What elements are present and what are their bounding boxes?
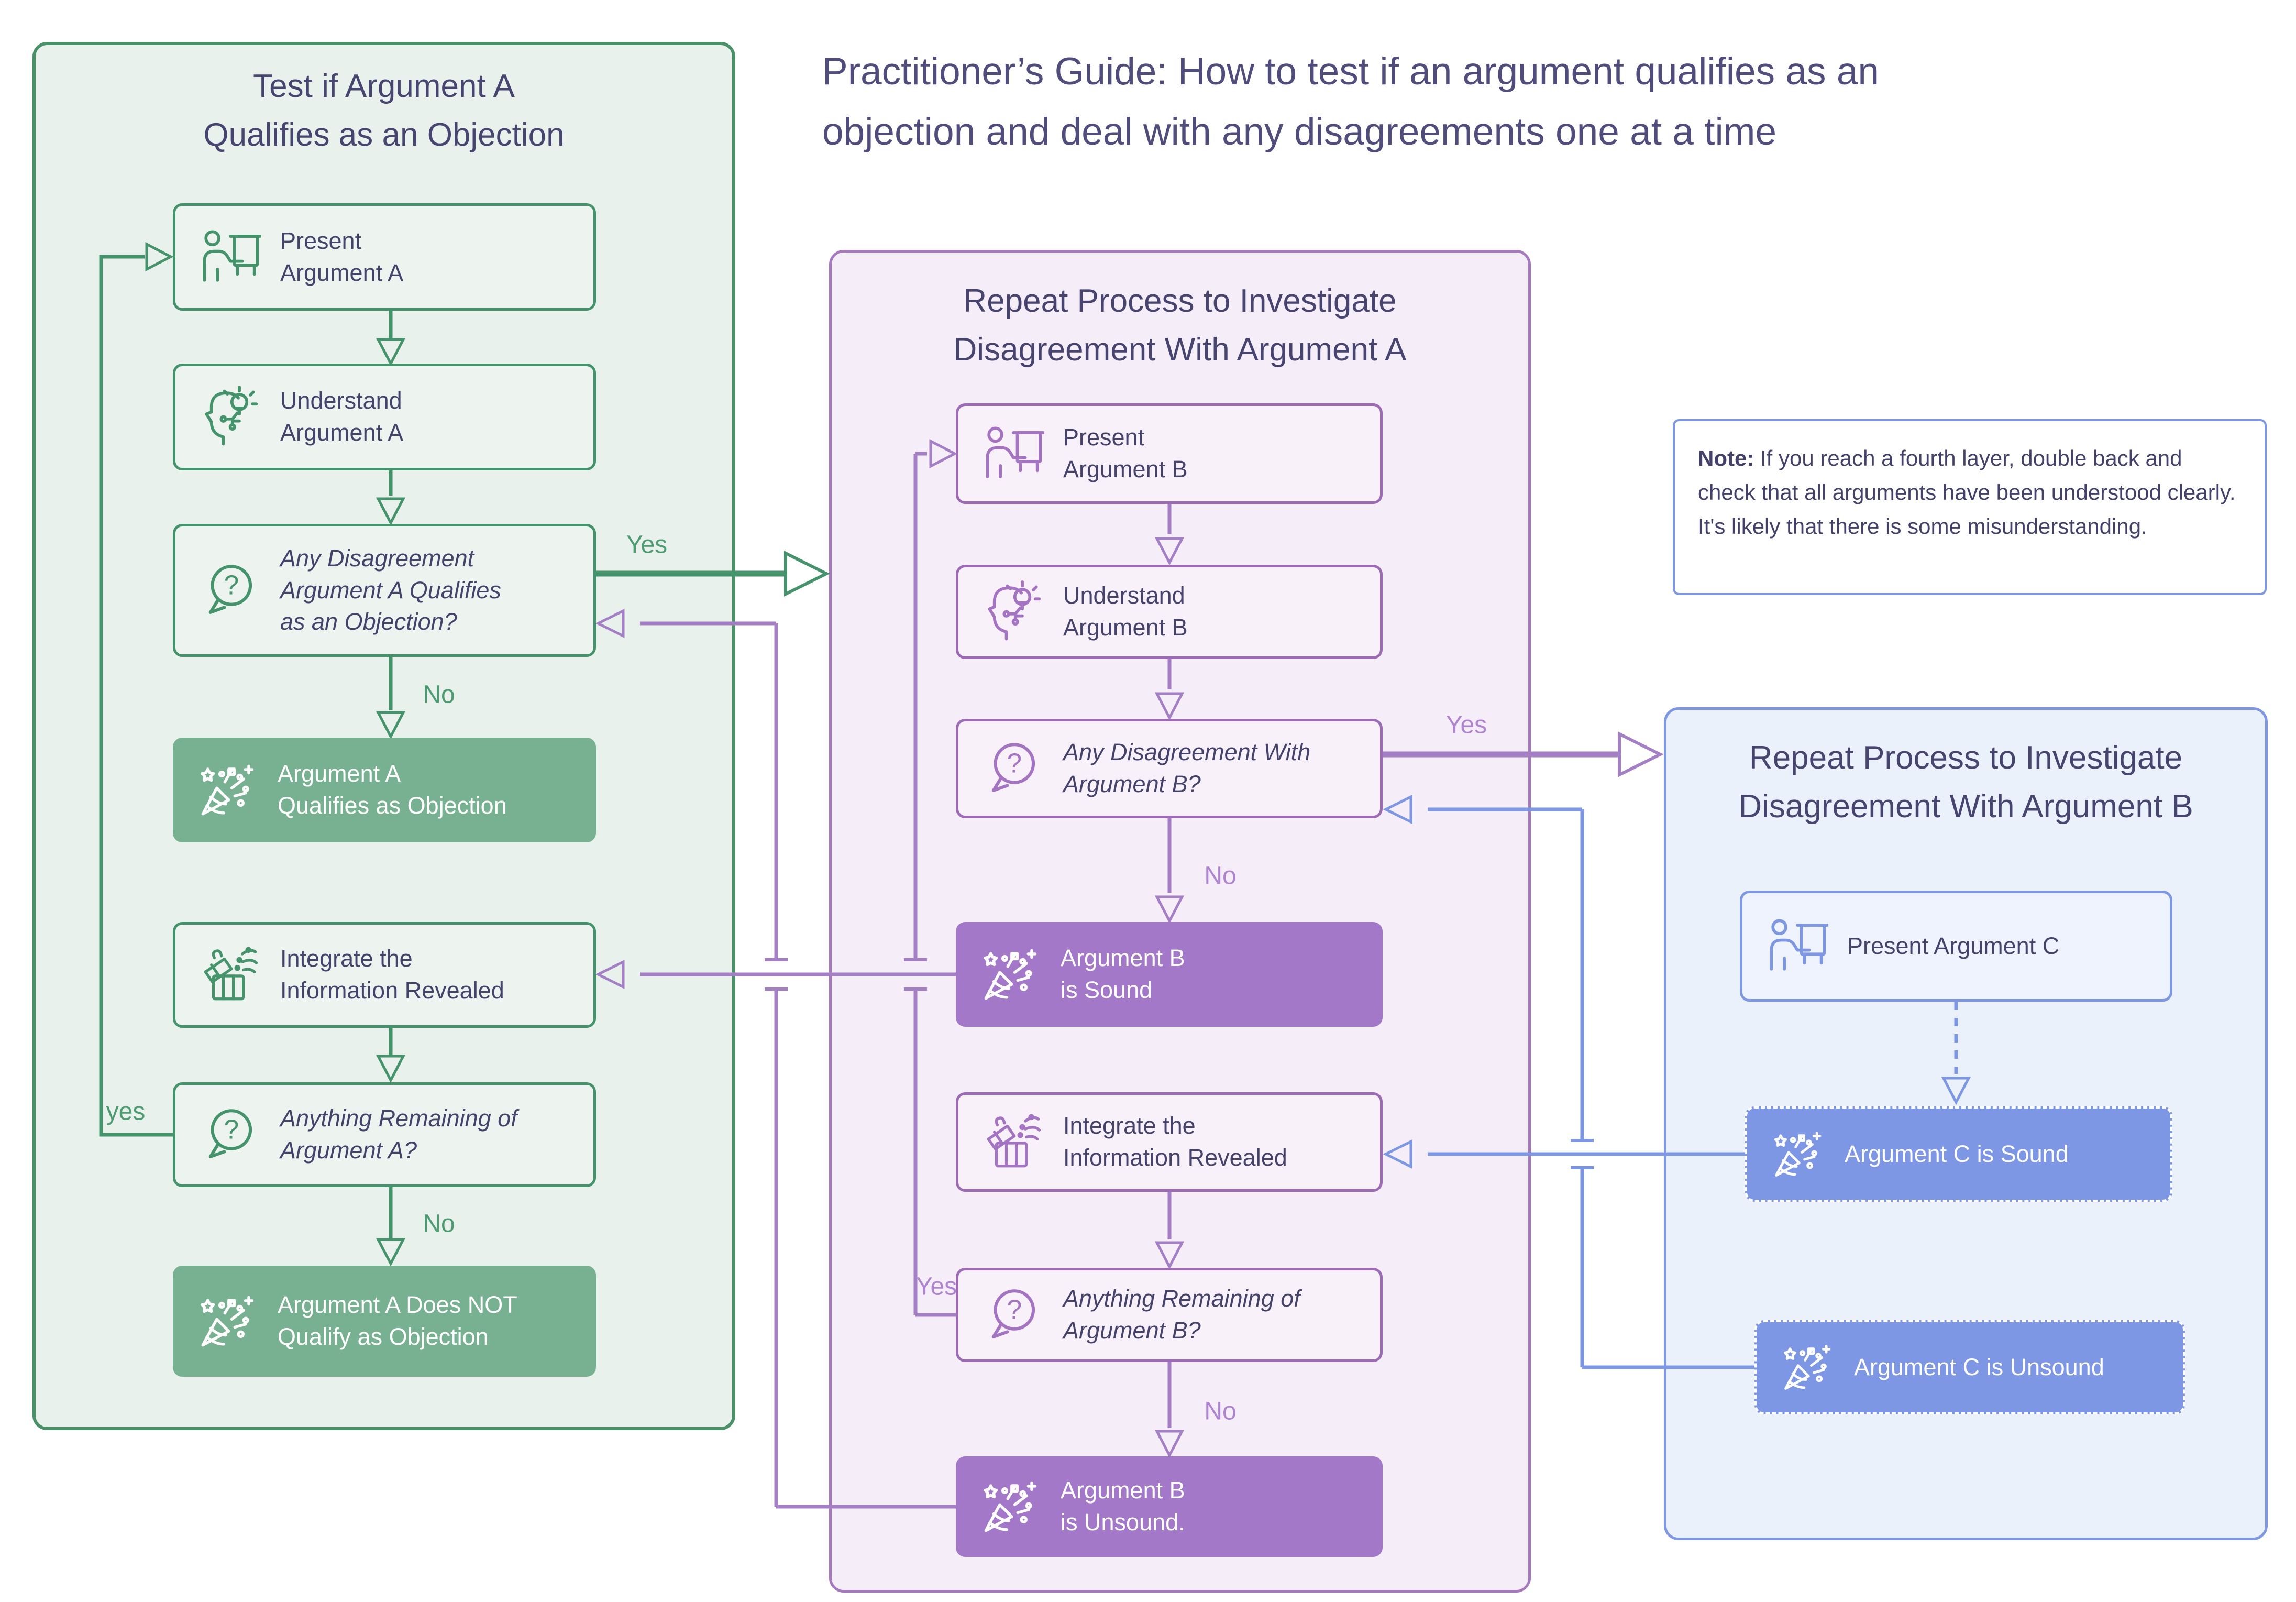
loop-b-remaining-to-present: [913, 452, 956, 1317]
green-arrowheads: [145, 242, 830, 1267]
label-a-loop-yes: yes: [106, 1098, 146, 1126]
panel-c-title: Repeat Process to Investigate Disagreeme…: [1738, 740, 2193, 825]
decision-anything-remaining-a: Anything Remaining of Argument A?: [173, 1082, 596, 1187]
arrow-c-unsound-to-b-decision: [1428, 807, 1754, 1369]
page-title: Practitioner’s Guide: How to test if an …: [822, 50, 1880, 153]
question-icon: [197, 1103, 261, 1167]
decision-disagreement-argument-b: Any Disagreement With Argument B?: [956, 719, 1383, 818]
blue-connectors: [1428, 807, 1958, 1369]
hop-ticks-loop-b: [904, 958, 927, 991]
label-b-loop-yes: Yes: [915, 1272, 957, 1301]
label-b-no-remaining: No: [1204, 1397, 1237, 1425]
node-argument-b-unsound: Argument B is Unsound.: [956, 1456, 1383, 1557]
presenter-icon: [1764, 914, 1828, 978]
note-label: Note:: [1698, 446, 1754, 470]
node-argument-c-unsound: Argument C is Unsound: [1754, 1320, 2185, 1414]
label-a-no-remaining: No: [423, 1210, 455, 1238]
node-argument-b-sound: Argument B is Sound: [956, 922, 1383, 1027]
party-popper-icon: [1779, 1339, 1835, 1396]
presenter-icon: [980, 422, 1044, 486]
panel-a-title: Test if Argument A Qualifies as an Objec…: [203, 68, 565, 153]
label-a-yes: Yes: [626, 531, 668, 559]
party-popper-icon: [195, 758, 259, 822]
node-argument-c-sound: Argument C is Sound: [1745, 1106, 2172, 1202]
question-icon: [980, 1283, 1044, 1347]
question-icon: [980, 737, 1044, 800]
panel-b-title: Repeat Process to Investigate Disagreeme…: [953, 283, 1407, 368]
node-integrate-information-a: Integrate the Information Revealed: [173, 922, 596, 1028]
arrow-b-unsound-to-a-decision: [640, 621, 956, 1509]
note-text: If you reach a fourth layer, double back…: [1698, 446, 2236, 539]
presenter-icon: [197, 225, 261, 289]
party-popper-icon: [978, 1475, 1042, 1539]
big-arrowhead-into-panel-c: [1618, 731, 1664, 777]
understand-icon: [980, 580, 1044, 644]
party-popper-icon: [978, 942, 1042, 1006]
node-integrate-information-b: Integrate the Information Revealed: [956, 1092, 1383, 1192]
party-popper-icon: [195, 1289, 259, 1353]
node-present-argument-a: Present Argument A: [173, 203, 596, 311]
question-icon: [197, 558, 261, 622]
label-b-no-disagreement: No: [1204, 862, 1237, 890]
decision-anything-remaining-b: Anything Remaining of Argument B?: [956, 1268, 1383, 1362]
node-understand-argument-b: Understand Argument B: [956, 565, 1383, 659]
loop-a-remaining-to-present: [99, 255, 173, 1137]
label-a-no-objection: No: [423, 681, 455, 709]
understand-icon: [197, 385, 261, 449]
blue-arrowheads: [1383, 794, 1971, 1169]
node-understand-argument-a: Understand Argument A: [173, 364, 596, 470]
party-popper-icon: [1769, 1126, 1826, 1182]
decision-argument-a-objection: Any Disagreement Argument A Qualifies as…: [173, 524, 596, 657]
purple-arrowheads: [595, 438, 1664, 1458]
node-present-argument-b: Present Argument B: [956, 403, 1383, 504]
note-box: Note: If you reach a fourth layer, doubl…: [1673, 419, 2267, 595]
hop-ticks-unsound-line: [765, 958, 788, 991]
node-argument-a-not-qualify: Argument A Does NOT Qualify as Objection: [173, 1266, 596, 1377]
hop-ticks-unsound-c-line: [1571, 1139, 1594, 1169]
label-b-yes: Yes: [1445, 711, 1487, 739]
node-present-argument-c: Present Argument C: [1740, 891, 2172, 1002]
big-arrowhead-into-panel-b: [784, 551, 830, 597]
gift-icon: [980, 1110, 1044, 1174]
node-argument-a-qualifies: Argument A Qualifies as Objection: [173, 738, 596, 842]
gift-icon: [197, 943, 261, 1007]
purple-connectors: [640, 452, 1619, 1509]
green-connectors: [99, 255, 785, 1238]
